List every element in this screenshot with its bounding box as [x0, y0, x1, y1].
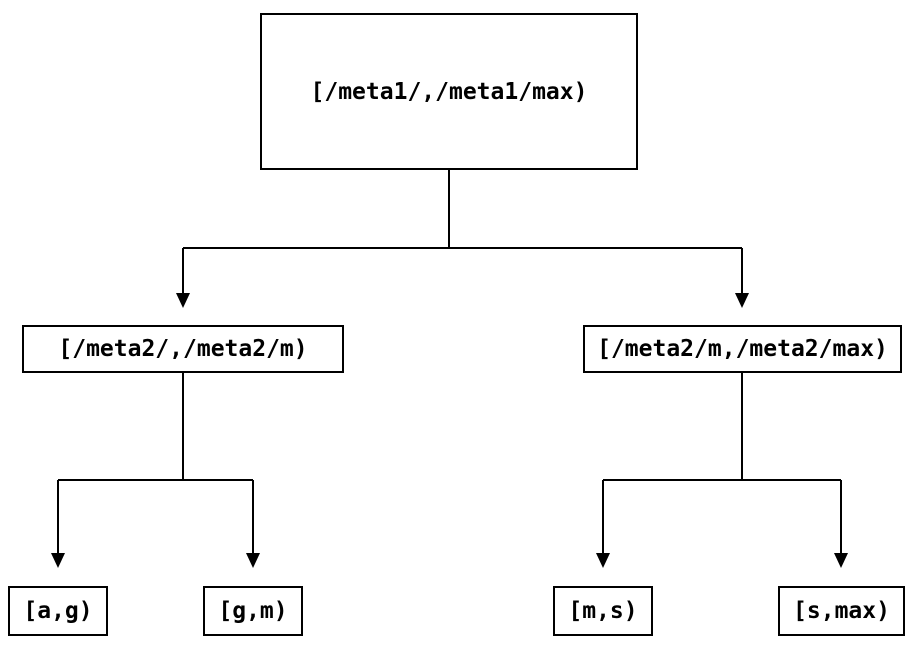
tree-node-leaf-m-s: [m,s)	[553, 586, 653, 636]
arrowhead-leaf-ms-icon	[596, 553, 610, 568]
edge-root-to-meta2	[182, 170, 743, 293]
edge-meta2-low-to-leaves	[57, 373, 254, 553]
arrowhead-meta2-low-icon	[176, 293, 190, 308]
arrowhead-leaf-ag-icon	[51, 553, 65, 568]
arrowhead-meta2-high-icon	[735, 293, 749, 308]
tree-node-meta2-low-range: [/meta2/,/meta2/m)	[22, 325, 344, 373]
arrowhead-leaf-gm-icon	[246, 553, 260, 568]
tree-node-leaf-g-m: [g,m)	[203, 586, 303, 636]
tree-node-meta1-range: [/meta1/,/meta1/max)	[260, 13, 638, 170]
tree-node-leaf-s-max: [s,max)	[778, 586, 905, 636]
tree-node-meta2-high-range: [/meta2/m,/meta2/max)	[583, 325, 902, 373]
edge-meta2-high-to-leaves	[602, 373, 842, 553]
tree-node-leaf-a-g: [a,g)	[8, 586, 108, 636]
arrowhead-leaf-smax-icon	[834, 553, 848, 568]
